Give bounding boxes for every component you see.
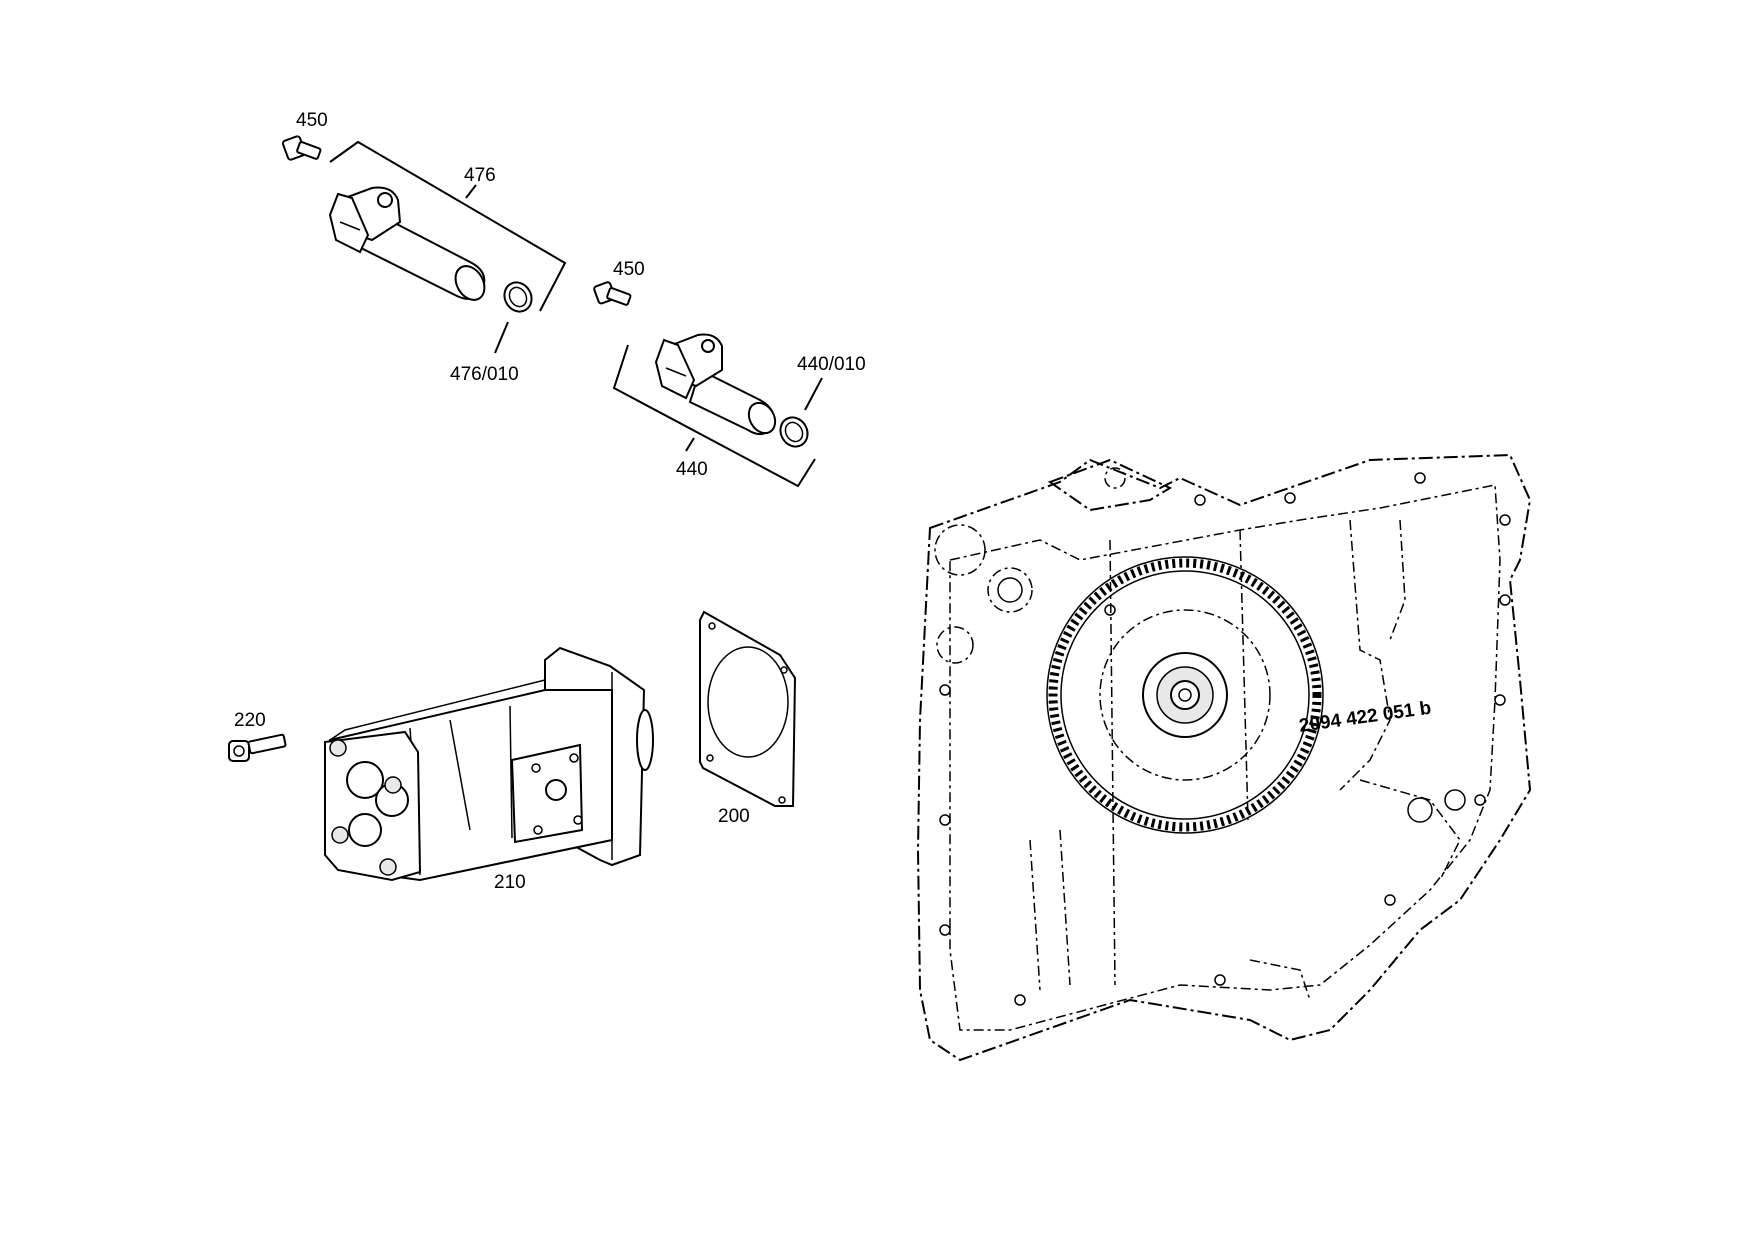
pipe-fitting-476[interactable] (328, 186, 490, 306)
bracket-440 (612, 344, 816, 488)
callout-476-010: 476/010 (450, 364, 519, 385)
gasket-200[interactable] (699, 610, 797, 807)
callout-210: 210 (494, 872, 526, 893)
callout-220: 220 (234, 710, 266, 731)
callout-200: 200 (718, 806, 750, 827)
callout-450-top: 450 (296, 110, 328, 131)
oring-440-010[interactable] (775, 413, 813, 452)
transmission-housing (916, 453, 1532, 1062)
callout-450-middle: 450 (613, 259, 645, 280)
bracket-476 (329, 140, 567, 312)
screw-450-middle[interactable] (593, 281, 632, 306)
leader-440-010 (804, 377, 823, 411)
screw-220[interactable] (228, 733, 287, 762)
screw-450-top[interactable] (281, 135, 322, 161)
callout-440: 440 (676, 459, 708, 480)
pipe-fitting-440[interactable] (654, 333, 780, 437)
hydraulic-pump-210[interactable] (324, 646, 654, 882)
oring-476-010[interactable] (499, 278, 537, 317)
callout-476: 476 (464, 165, 496, 186)
callout-440-010: 440/010 (797, 354, 866, 375)
drive-gear (1046, 556, 1324, 834)
leader-476-010 (494, 321, 509, 354)
